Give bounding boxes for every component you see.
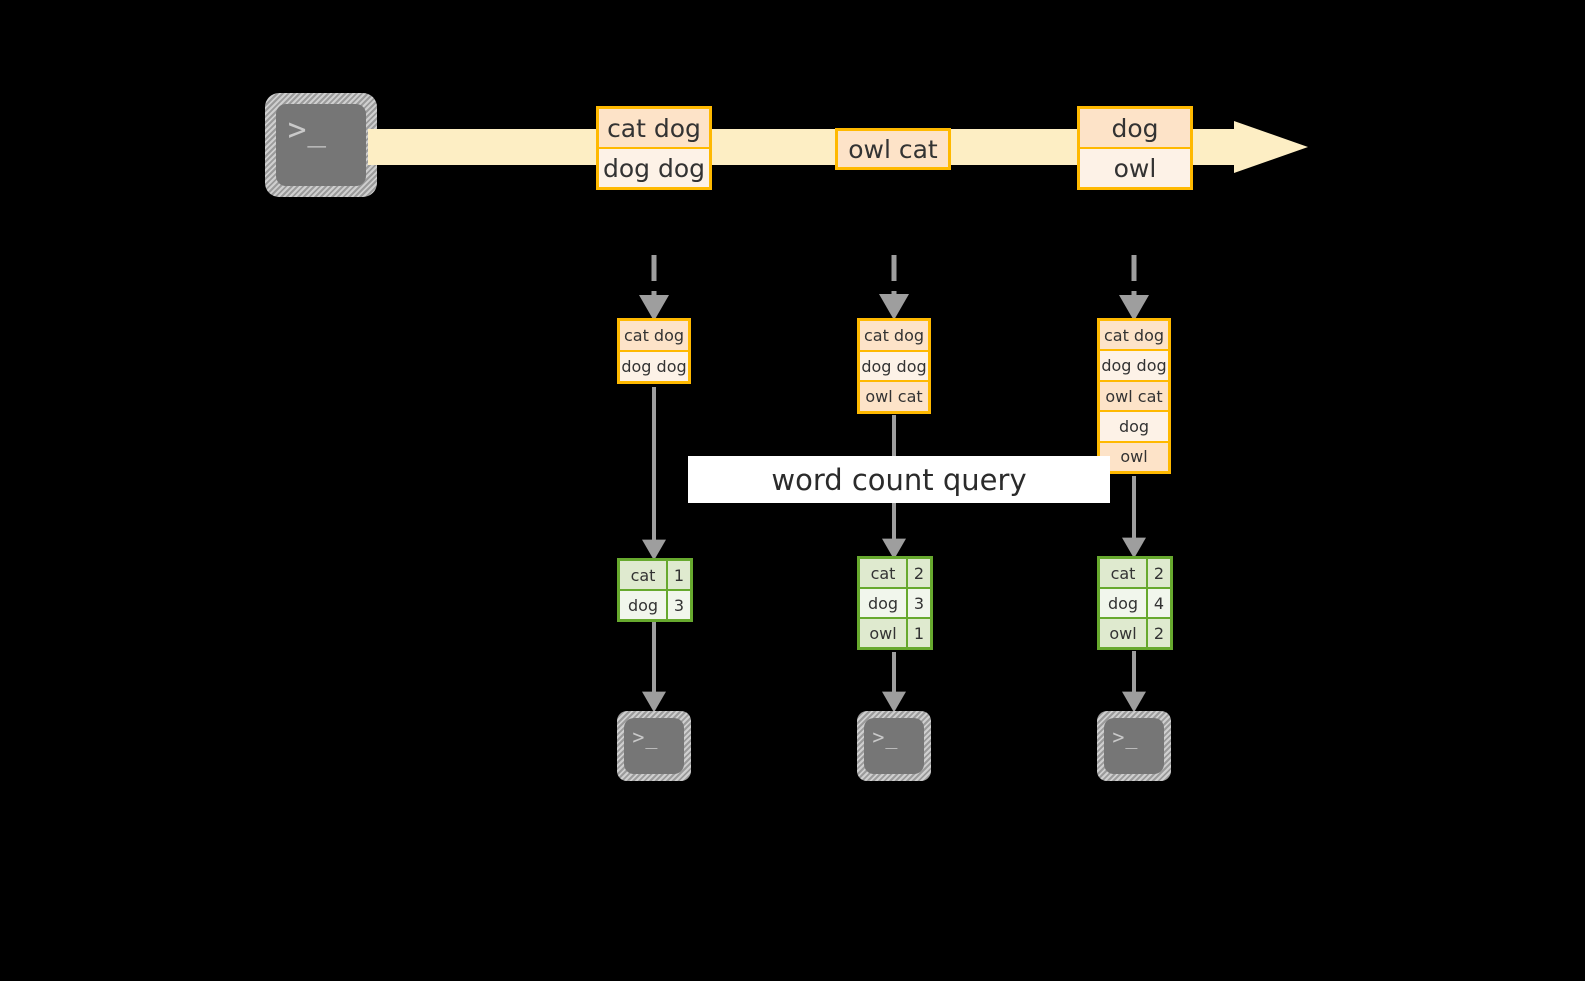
snapshot-input-line: dog	[1100, 412, 1168, 441]
result-word: dog	[620, 591, 666, 619]
result-word: owl	[860, 619, 906, 647]
snapshot-input-line: cat dog	[620, 321, 688, 350]
snapshot-input-3: cat dog dog dog owl cat dog owl	[1097, 318, 1171, 474]
table-row: cat 2	[860, 559, 930, 587]
table-row: dog 4	[1100, 589, 1170, 617]
terminal-screen: >_	[864, 718, 924, 774]
result-word: cat	[860, 559, 906, 587]
table-row: owl 2	[1100, 619, 1170, 647]
table-row: owl 1	[860, 619, 930, 647]
result-word: cat	[620, 561, 666, 589]
query-label-text: word count query	[771, 462, 1027, 497]
result-count: 2	[1148, 559, 1170, 587]
result-count: 1	[668, 561, 690, 589]
result-word: dog	[1100, 589, 1146, 617]
snapshot-input-line: owl cat	[860, 382, 928, 412]
result-count: 1	[908, 619, 930, 647]
result-word: owl	[1100, 619, 1146, 647]
table-row: dog 3	[620, 591, 690, 619]
table-row: cat 2	[1100, 559, 1170, 587]
terminal-prompt-glyph: >_	[872, 724, 899, 749]
result-count: 2	[908, 559, 930, 587]
terminal-screen: >_	[624, 718, 684, 774]
result-word: dog	[860, 589, 906, 617]
query-label-band: word count query	[688, 456, 1110, 503]
result-count: 3	[668, 591, 690, 619]
sink-terminal-icon-3: >_	[1097, 711, 1171, 781]
stream-arrow-head	[1234, 121, 1308, 173]
result-table-1: cat 1 dog 3	[617, 558, 693, 622]
stream-record-line: dog dog	[599, 149, 709, 187]
result-count: 3	[908, 589, 930, 617]
terminal-screen: >_	[276, 104, 366, 186]
snapshot-input-2: cat dog dog dog owl cat	[857, 318, 931, 414]
snapshot-input-line: cat dog	[1100, 321, 1168, 350]
result-count: 2	[1148, 619, 1170, 647]
snapshot-input-line: dog dog	[1100, 351, 1168, 380]
stream-record-line: owl	[1080, 149, 1190, 187]
stream-record-3: dog owl	[1077, 106, 1193, 190]
terminal-screen: >_	[1104, 718, 1164, 774]
snapshot-input-line: dog dog	[860, 351, 928, 381]
stream-record-2: owl cat	[835, 128, 951, 170]
terminal-prompt-glyph: >_	[632, 724, 659, 749]
snapshot-input-line: owl	[1100, 442, 1168, 472]
terminal-prompt-glyph: >_	[287, 112, 328, 149]
result-table-2: cat 2 dog 3 owl 1	[857, 556, 933, 650]
terminal-prompt-glyph: >_	[1112, 724, 1139, 749]
snapshot-input-line: dog dog	[620, 352, 688, 381]
table-row: dog 3	[860, 589, 930, 617]
stream-record-line: owl cat	[838, 131, 948, 167]
sink-terminal-icon-2: >_	[857, 711, 931, 781]
stream-record-line: cat dog	[599, 109, 709, 147]
stream-record-1: cat dog dog dog	[596, 106, 712, 190]
source-terminal-icon: >_	[265, 93, 377, 197]
result-count: 4	[1148, 589, 1170, 617]
snapshot-input-line: cat dog	[860, 321, 928, 350]
sink-terminal-icon-1: >_	[617, 711, 691, 781]
result-table-3: cat 2 dog 4 owl 2	[1097, 556, 1173, 650]
result-word: cat	[1100, 559, 1146, 587]
table-row: cat 1	[620, 561, 690, 589]
snapshot-input-1: cat dog dog dog	[617, 318, 691, 384]
snapshot-input-line: owl cat	[1100, 381, 1168, 411]
stream-record-line: dog	[1080, 109, 1190, 147]
